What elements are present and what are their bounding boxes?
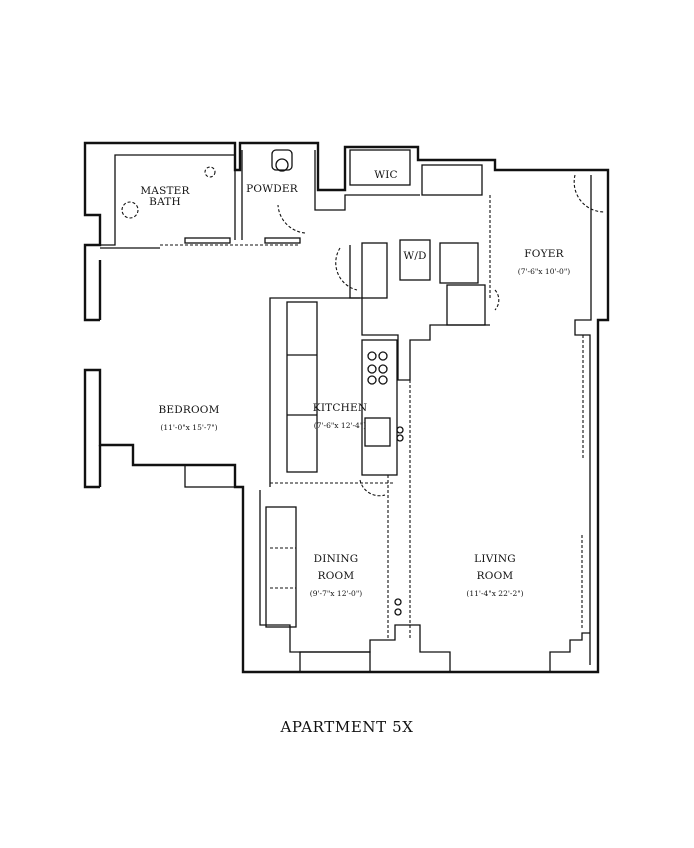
bedroom-dims: (11'-0"x 15'-7") <box>160 422 218 432</box>
exterior-walls <box>83 141 610 674</box>
living-dims: (11'-4"x 22'-2") <box>466 588 524 598</box>
living-name-1: LIVING <box>474 553 516 565</box>
kitchen-label: KITCHEN (7'-6"x 12'-4") <box>313 398 367 432</box>
dining-name-1: DINING <box>313 553 359 565</box>
fixtures <box>121 149 404 616</box>
living-room-label: LIVING ROOM (11'-4"x 22'-2") <box>466 549 523 599</box>
kitchen-name: KITCHEN <box>312 402 368 414</box>
master-bath-name-1: MASTER <box>140 185 190 197</box>
master-bath-name-2: BATH <box>149 196 181 209</box>
foyer-label: FOYER (7'-6"x 10'-0") <box>518 244 570 278</box>
wic-label: WIC <box>374 169 398 181</box>
dining-dims: (9'-7"x 12'-0") <box>309 588 363 598</box>
bedroom-name: BEDROOM <box>158 404 220 416</box>
kitchen-dims: (7'-6"x 12'-4") <box>313 420 367 430</box>
foyer-name: FOYER <box>524 248 564 260</box>
interior-walls <box>100 149 584 640</box>
wd-label: W/D <box>403 250 427 262</box>
dining-room-label: DINING ROOM (9'-7"x 12'-0") <box>310 549 362 599</box>
door-swings <box>277 174 605 497</box>
bedroom-label: BEDROOM (11'-0"x 15'-7") <box>158 400 219 434</box>
foyer-dims: (7'-6"x 10'-0") <box>517 266 571 276</box>
dining-name-2: ROOM <box>317 569 355 582</box>
powder-label: POWDER <box>246 183 298 195</box>
living-name-2: ROOM <box>476 569 514 582</box>
plan-title: APARTMENT 5X <box>280 718 414 736</box>
